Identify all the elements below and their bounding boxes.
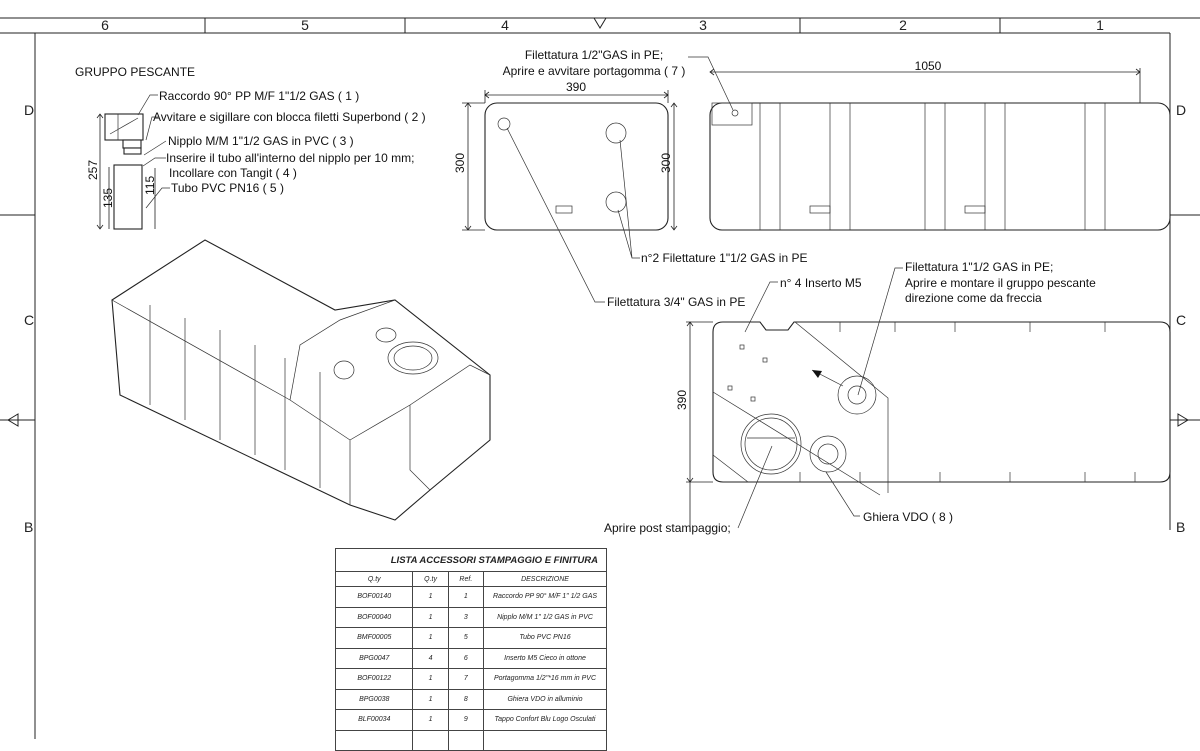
note-inserire: Inserire il tubo all'interno del nipplo … (166, 151, 414, 165)
cell-description: Tubo PVC PN16 (483, 627, 607, 649)
dim-115: 115 (143, 176, 157, 195)
cell-empty (483, 729, 607, 751)
blank-area (36, 536, 336, 739)
drawing-frame: 6 5 4 3 2 1 D C B D C (0, 17, 1200, 739)
note-filettature: n°2 Filettature 1"1/2 GAS in PE (641, 251, 807, 265)
cell-ref: 5 (447, 627, 485, 649)
zone-label: B (24, 519, 33, 535)
cell-qty: 1 (412, 606, 449, 628)
cell-description: Raccordo PP 90° M/F 1" 1/2 GAS (483, 586, 607, 608)
cell-qty: 1 (412, 688, 449, 710)
note-aprire: Aprire post stampaggio; (604, 521, 731, 535)
note-nipplo: Nipplo M/M 1"1/2 GAS in PVC ( 3 ) (168, 134, 354, 148)
note-avvitare: Avvitare e sigillare con blocca filetti … (153, 110, 426, 124)
cell-code: BOF00140 (334, 586, 414, 608)
center-mark-right (1177, 413, 1189, 427)
zone-label: C (24, 312, 34, 328)
top-views: 390 1050 300 300 Filettatura 1/2"GAS in … (453, 48, 1171, 309)
cell-qty: 1 (412, 586, 449, 608)
dim-300-right: 300 (659, 153, 673, 173)
dim-135: 135 (101, 188, 115, 208)
cell-ref: 8 (447, 688, 485, 710)
dim-1050: 1050 (915, 59, 942, 73)
note-inserto: n° 4 Inserto M5 (780, 276, 862, 290)
cell-ref: 3 (447, 606, 485, 628)
tank-isometric-view (111, 239, 491, 521)
zone-label: D (24, 102, 34, 118)
zone-label: 2 (899, 17, 907, 33)
note-ghiera: Ghiera VDO ( 8 ) (863, 510, 953, 524)
cell-ref: 7 (447, 668, 485, 690)
table-title: LISTA ACCESSORI STAMPAGGIO E FINITURA (335, 548, 607, 572)
zone-label: C (1176, 312, 1186, 328)
blank-area (600, 536, 1200, 739)
cell-ref: 1 (447, 586, 485, 608)
zone-label: D (1176, 102, 1186, 118)
note-incollare: Incollare con Tangit ( 4 ) (169, 166, 297, 180)
zone-label: 1 (1096, 17, 1104, 33)
note-3-4: Filettatura 3/4" GAS in PE (607, 295, 745, 309)
dim-390-top: 390 (566, 80, 586, 94)
note-pescante: direzione come da freccia (905, 291, 1042, 305)
accessories-table: LISTA ACCESSORI STAMPAGGIO E FINITURA Q.… (334, 548, 607, 751)
cell-description: Portagomma 1/2"*16 mm in PVC (483, 668, 607, 690)
note-pescante: Aprire e montare il gruppo pescante (905, 276, 1096, 290)
column-header: Q.ty (334, 571, 414, 587)
cell-description: Inserto M5 Cieco in ottone (483, 647, 607, 669)
cell-code: BOF00122 (334, 668, 414, 690)
cell-description: Ghiera VDO in alluminio (483, 688, 607, 710)
note-portagomma: Aprire e avvitare portagomma ( 7 ) (503, 64, 686, 78)
cell-code: BLF00034 (334, 709, 414, 731)
gruppo-pescante-detail: GRUPPO PESCANTE 257 135 115 Raccordo 90°… (75, 65, 426, 230)
dim-390-plan: 390 (675, 390, 689, 410)
cell-empty (412, 729, 449, 751)
gruppo-title: GRUPPO PESCANTE (75, 65, 195, 79)
cell-code: BMF00005 (334, 627, 414, 649)
cell-code: BOF00040 (334, 606, 414, 628)
zone-label: 6 (101, 17, 109, 33)
column-header: Ref. (447, 571, 485, 587)
column-header: Q.ty (412, 571, 449, 587)
table-header-row: Q.ty Q.ty Ref. DESCRIZIONE (334, 571, 607, 587)
cell-code: BPG0047 (334, 647, 414, 669)
cell-description: Tappo Confort Blu Logo Osculati (483, 709, 607, 731)
cell-empty (447, 729, 485, 751)
zone-label: 4 (501, 17, 509, 33)
zone-label: 3 (699, 17, 707, 33)
cell-qty: 1 (412, 709, 449, 731)
cell-code: BPG0038 (334, 688, 414, 710)
note-tubo: Tubo PVC PN16 ( 5 ) (171, 181, 284, 195)
dim-300-left: 300 (453, 153, 467, 173)
column-header: DESCRIZIONE (483, 571, 607, 587)
cell-empty (334, 729, 414, 751)
cell-ref: 6 (447, 647, 485, 669)
cell-qty: 1 (412, 668, 449, 690)
table-row-empty (334, 729, 607, 751)
zone-label: B (1176, 519, 1185, 535)
cell-qty: 1 (412, 627, 449, 649)
note-raccordo: Raccordo 90° PP M/F 1"1/2 GAS ( 1 ) (159, 89, 359, 103)
center-mark-left (7, 413, 19, 427)
cell-qty: 4 (412, 647, 449, 669)
plan-view: 390 n° 4 Inserto M5 Filettatura 1"1/2 GA… (34, 260, 1200, 739)
dim-257: 257 (86, 160, 100, 180)
zone-label: 5 (301, 17, 309, 33)
note-pescante: Filettatura 1"1/2 GAS in PE; (905, 260, 1053, 274)
note-portagomma: Filettatura 1/2"GAS in PE; (525, 48, 663, 62)
cell-description: Nipplo M/M 1" 1/2 GAS in PVC (483, 606, 607, 628)
cell-ref: 9 (447, 709, 485, 731)
center-mark-top (593, 17, 607, 29)
